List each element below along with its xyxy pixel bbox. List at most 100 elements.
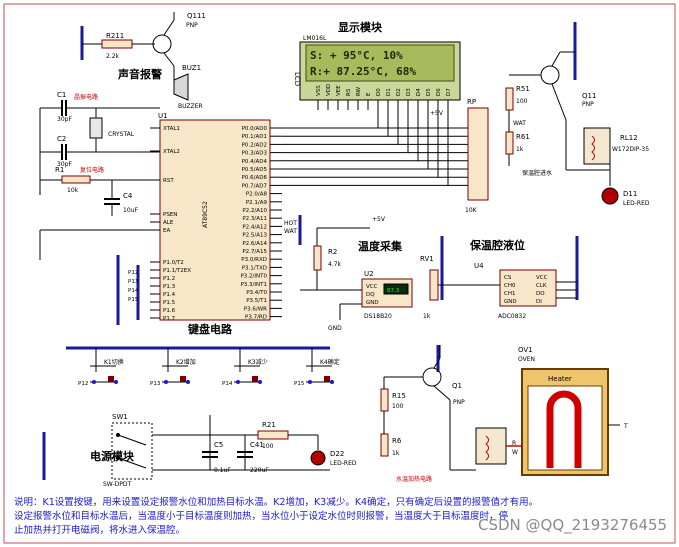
d22-value: LED-RED bbox=[330, 460, 357, 467]
wat-net-label-2: WAT bbox=[284, 228, 297, 235]
r1-ref: R1 bbox=[55, 166, 64, 174]
mcu-right-pin: P2.3/A11 bbox=[242, 216, 267, 222]
mcu-left-pin: P1.2 bbox=[163, 276, 175, 282]
r21-resistor bbox=[257, 430, 289, 440]
reset-block-title: 复位电路 bbox=[80, 166, 104, 174]
r61-ref: R61 bbox=[516, 133, 530, 141]
d22-led bbox=[310, 450, 326, 466]
r2-ref: R2 bbox=[328, 248, 337, 256]
mcu-right-pin: P3.5/T1 bbox=[246, 298, 267, 304]
lcd-pin: D5 bbox=[426, 88, 432, 96]
c41-value: 220uF bbox=[250, 467, 269, 474]
mcu-left-pin: XTAL2 bbox=[163, 149, 180, 155]
r61-resistor bbox=[505, 131, 514, 155]
r2-resistor bbox=[313, 245, 322, 271]
mcu-left-pins: XTAL1XTAL2RSTPSENALEEAP1.0/T2P1.1/T2EXP1… bbox=[150, 126, 191, 322]
power-block-title: 电源模块 bbox=[90, 449, 135, 463]
lcd-line-2: R:+ 87.25°C, 68% bbox=[310, 65, 416, 78]
mcu-right-pin: P3.6/WR bbox=[244, 306, 267, 312]
c4-value: 10uF bbox=[123, 207, 138, 214]
temp-block-title: 温度采集 bbox=[358, 239, 403, 253]
lcd-line-1: S: + 95°C, 10% bbox=[310, 49, 403, 62]
c41-ref: C41 bbox=[250, 441, 264, 449]
mcu-left-pin: XTAL1 bbox=[163, 126, 180, 132]
lcd-pin: VSS bbox=[316, 85, 322, 96]
q11-type: PNP bbox=[582, 101, 594, 108]
q11-transistor bbox=[540, 65, 560, 85]
r21-ref: R21 bbox=[262, 421, 276, 429]
buzzer-icon bbox=[173, 73, 189, 101]
r211-resistor bbox=[101, 39, 133, 49]
d11-value: LED-RED bbox=[623, 200, 650, 207]
mcu-right-pin: P2.4/A12 bbox=[242, 224, 267, 230]
svg-text:R: R bbox=[512, 440, 516, 447]
key-net: P12 bbox=[78, 381, 88, 387]
u2-ref: U2 bbox=[364, 270, 374, 278]
mcu-chip bbox=[159, 119, 271, 321]
mcu-right-pin: P2.5/A13 bbox=[242, 233, 267, 239]
note-line-2: 设定报警水位和目标水温后，当温度小于目标温度则加热，当水位小于设定水位时则报警，… bbox=[14, 510, 509, 522]
level-block-title: 保温腔液位 bbox=[469, 238, 525, 252]
svg-text:GND: GND bbox=[504, 299, 517, 305]
lcd-pin: VDD bbox=[326, 84, 332, 96]
svg-text:P12: P12 bbox=[128, 270, 138, 276]
r1-value: 10k bbox=[67, 187, 79, 194]
inlet-block-title: 保温腔进水 bbox=[522, 169, 552, 177]
alarm-block-title: 声音报警 bbox=[117, 67, 162, 81]
svg-text:P15: P15 bbox=[128, 297, 139, 303]
c4-ref: C4 bbox=[123, 192, 133, 200]
svg-text:P13: P13 bbox=[128, 279, 139, 285]
svg-text:DQ: DQ bbox=[366, 292, 375, 298]
heater-element-icon bbox=[546, 390, 582, 468]
rv1-potentiometer bbox=[429, 269, 439, 301]
ov1-part: OVEN bbox=[518, 356, 535, 363]
rp-vcc: +5V bbox=[430, 110, 444, 117]
mcu-left-pin: PSEN bbox=[163, 212, 177, 218]
mcu-right-pin: P3.7/RD bbox=[245, 315, 267, 321]
r211-ref: R211 bbox=[106, 32, 124, 40]
d11-ref: D11 bbox=[623, 190, 637, 198]
mcu-left-pin: P1.5 bbox=[163, 300, 176, 306]
r6-resistor bbox=[380, 433, 389, 457]
mcu-ref: U1 bbox=[158, 112, 168, 120]
rl12-relay bbox=[583, 127, 611, 165]
svg-text:DI: DI bbox=[536, 299, 542, 305]
c5-value: 0.1uF bbox=[214, 467, 231, 474]
mcu-right-pin: P3.3/INT1 bbox=[240, 282, 267, 288]
q1-type: PNP bbox=[453, 399, 465, 406]
mcu-right-pin: P3.0/RXD bbox=[241, 257, 267, 263]
u2-display bbox=[383, 283, 409, 295]
q111-type: PNP bbox=[186, 22, 198, 29]
hot-net-label: HOT bbox=[284, 220, 297, 227]
mcu-right-pin: P0.2/AD2 bbox=[242, 142, 267, 148]
mcu-right-pin: P2.1/A9 bbox=[246, 200, 268, 206]
mcu-right-pin: P0.0/AD0 bbox=[242, 126, 268, 132]
x1-value: CRYSTAL bbox=[108, 131, 135, 138]
mcu-right-pin: P3.2/INT0 bbox=[240, 274, 267, 280]
svg-text:GND: GND bbox=[366, 300, 379, 306]
lcd-pin: D2 bbox=[396, 88, 402, 96]
key-label: K3减少 bbox=[248, 358, 268, 366]
lcd-pin: D6 bbox=[436, 88, 442, 96]
u4-part: ADC0832 bbox=[498, 313, 526, 320]
key-net: P15 bbox=[294, 381, 305, 387]
lcd-pin: D0 bbox=[376, 88, 382, 96]
r6-value: 1k bbox=[392, 450, 400, 457]
r21-value: 100 bbox=[262, 443, 274, 450]
lcd-title: 显示模块 bbox=[338, 20, 383, 34]
svg-text:GND: GND bbox=[328, 325, 342, 332]
mcu-left-pin: ALE bbox=[163, 220, 174, 226]
u2-display-value: 87.3 bbox=[387, 288, 400, 294]
mcu-right-pin: P0.4/AD4 bbox=[242, 159, 268, 165]
sheet-border bbox=[3, 3, 676, 544]
sw1-ref: SW1 bbox=[112, 413, 128, 421]
svg-text:P14: P14 bbox=[128, 288, 139, 294]
r211-value: 2.2k bbox=[106, 53, 120, 60]
mcu-right-pin: P2.0/A8 bbox=[246, 192, 268, 198]
q1-ref: Q1 bbox=[452, 382, 462, 390]
